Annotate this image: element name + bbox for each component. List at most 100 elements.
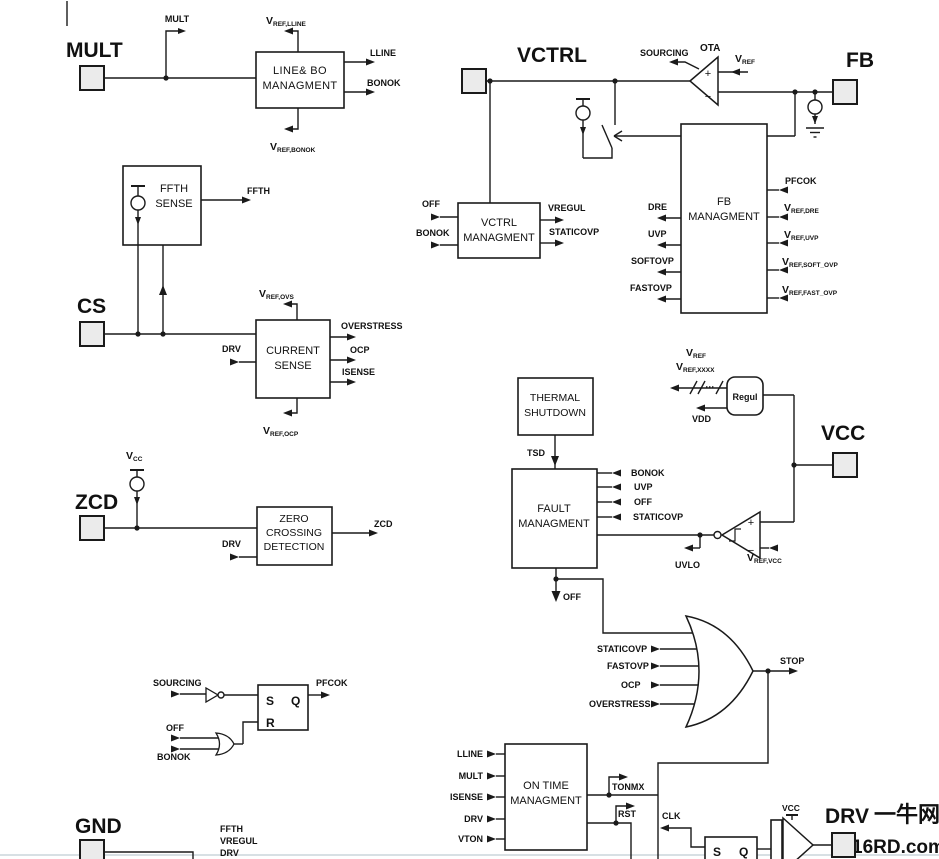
pin-label-vcc: VCC — [821, 422, 865, 445]
shape-71 — [134, 497, 140, 505]
block-fault-title2: MANAGMENT — [518, 518, 590, 530]
label-off-vctrl: OFF — [422, 199, 440, 209]
shape-177 — [689, 380, 698, 395]
block-line-bo — [255, 51, 345, 109]
block-fb-title1: FB — [717, 196, 731, 208]
shape-298 — [615, 805, 627, 823]
label-vcc-zcd: VCC — [126, 450, 143, 463]
arrow-lline — [366, 58, 375, 66]
block-thermal-shutdown — [517, 377, 594, 436]
arrow-vref-vcc — [769, 544, 778, 552]
current-source-icon — [130, 195, 146, 211]
label-fastovp: FASTOVP — [630, 283, 672, 293]
block-thermal-title1: THERMAL — [530, 392, 580, 404]
pin-mult — [79, 65, 105, 91]
label-uvp: UVP — [648, 229, 667, 239]
shape-46 — [290, 303, 298, 320]
block-ffth-title2: SENSE — [155, 198, 192, 210]
wire-rst — [587, 822, 632, 859]
label-staticovp-fault: STATICOVP — [633, 512, 683, 522]
block-fault-title1: FAULT — [537, 503, 571, 515]
block-ontime-title1: ON TIME — [523, 780, 569, 792]
arrow-uvlo — [684, 544, 693, 552]
label-vref-xxxx: VREF,XXXX — [676, 361, 715, 374]
vcc-comparator — [720, 510, 761, 560]
shape-165 — [779, 239, 788, 247]
wire-off-to-or — [556, 578, 693, 634]
label-vref-ocp: VREF,OCP — [263, 425, 299, 438]
hysteresis-icon — [729, 528, 741, 542]
arrow-drv-zcd — [230, 553, 239, 561]
label-vref-dre: VREF,DRE — [784, 202, 819, 215]
current-source-icon — [807, 99, 823, 115]
bus-dots: ··· — [706, 382, 715, 392]
pin-vctrl — [461, 68, 487, 94]
label-ocp: OCP — [350, 345, 370, 355]
label-off-down: OFF — [563, 592, 581, 602]
shape-241 — [651, 681, 660, 689]
shape-61 — [290, 398, 298, 414]
label-mult-signal: MULT — [165, 14, 190, 24]
label-bonok-fault: BONOK — [631, 468, 665, 478]
shape-286 — [487, 815, 496, 823]
latch-r: R — [266, 716, 275, 730]
pin-zcd — [79, 515, 105, 541]
driver-stage — [770, 819, 783, 859]
arrow-off-down — [551, 591, 561, 602]
label-lline: LLINE — [370, 48, 396, 58]
block-vctrl-title2: MANAGMENT — [463, 232, 535, 244]
block-ontime-title2: MANAGMENT — [510, 795, 582, 807]
shape-103 — [613, 130, 623, 137]
label-off-latch: OFF — [166, 723, 184, 733]
pin-drv — [831, 832, 856, 858]
wire-stop-down — [657, 671, 769, 859]
pin-label-gnd: GND — [75, 815, 122, 838]
inverter-bubble — [713, 530, 722, 540]
pin-label-zcd: ZCD — [75, 491, 118, 514]
label-isense: ISENSE — [342, 367, 375, 377]
label-clk: CLK — [662, 811, 681, 821]
label-vref-softovp: VREF,SOFT_OVP — [782, 256, 838, 269]
block-thermal-title2: SHUTDOWN — [524, 407, 586, 419]
label-dre: DRE — [648, 202, 667, 212]
label-bonok: BONOK — [367, 78, 401, 88]
arrow-ocp — [347, 356, 356, 364]
shape-171 — [779, 294, 788, 302]
wire-gnd — [104, 851, 194, 859]
arrow-uvp — [657, 241, 666, 249]
label-ffth-bottom: FFTH — [220, 824, 243, 834]
latch2-s: S — [713, 845, 721, 859]
shape-32 — [135, 217, 141, 225]
arrow-tonmx — [619, 773, 628, 781]
block-regul-title: Regul — [732, 392, 757, 402]
block-current-title2: SENSE — [274, 360, 311, 372]
pin-label-drv: DRV — [825, 805, 869, 828]
pin-label-mult: MULT — [66, 39, 123, 62]
label-vref-bonok: VREF,BONOK — [270, 141, 316, 154]
shape-283 — [487, 793, 496, 801]
label-drv-zcd: DRV — [222, 539, 241, 549]
label-pfcok-fb: PFCOK — [785, 176, 817, 186]
label-uvp-fault: UVP — [634, 482, 653, 492]
shape-205 — [612, 483, 621, 491]
shape-162 — [779, 213, 788, 221]
label-overstress-or: OVERSTRESS — [589, 699, 651, 709]
block-current-sense — [255, 319, 331, 399]
current-source-icon — [129, 476, 145, 492]
latch-s: S — [266, 694, 274, 708]
block-vctrl-title1: VCTRL — [481, 217, 517, 229]
shape-14 — [291, 30, 299, 52]
label-pfcok-out: PFCOK — [316, 678, 348, 688]
label-ffth-out: FFTH — [247, 186, 270, 196]
shape-109 — [677, 61, 700, 70]
watermark-url: 16RD.com — [852, 837, 939, 858]
current-source-icon — [575, 105, 591, 121]
shape-244 — [651, 700, 660, 708]
label-tsd: TSD — [527, 448, 546, 458]
arrow-zcd-out — [369, 529, 378, 537]
shape-23 — [291, 108, 299, 130]
label-stop: STOP — [780, 656, 804, 666]
pin-vcc — [832, 452, 858, 478]
